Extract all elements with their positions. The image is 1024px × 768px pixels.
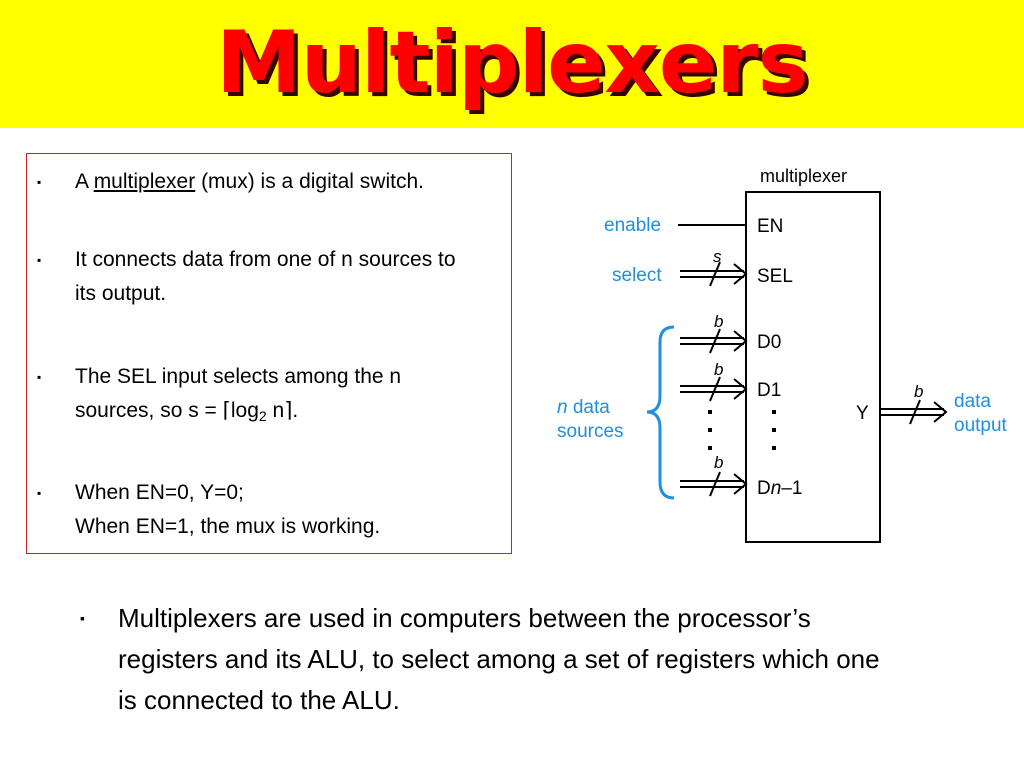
pin-d0: D0: [757, 332, 781, 353]
bullet-text: A: [75, 170, 94, 193]
bullet-marker: ▪: [37, 175, 42, 189]
bullet-marker: ▪: [37, 370, 42, 384]
mux-block: [745, 191, 881, 543]
output-bus: [879, 399, 947, 425]
bottom-text-line-3: is connected to the ALU.: [118, 685, 400, 715]
pin-y: Y: [856, 403, 869, 424]
width-b-out: b: [914, 382, 923, 401]
title-bar: Multiplexers: [0, 0, 1024, 128]
bullet-text: (mux) is a digital switch.: [195, 170, 424, 193]
bullet-marker: ▪: [80, 610, 85, 626]
multiplexer-term: multiplexer: [93, 170, 196, 193]
width-b-d1: b: [714, 360, 723, 379]
log-base: 2: [258, 408, 267, 424]
enable-label: enable: [604, 215, 661, 236]
bullet-text: sources, so s =: [75, 399, 223, 422]
period: .: [292, 399, 299, 422]
bottom-text-line-1: Multiplexers are used in computers betwe…: [118, 603, 811, 633]
bottom-text-line-2: registers and its ALU, to select among a…: [118, 644, 880, 674]
bullet-text: When EN=0, Y=0;: [75, 481, 244, 504]
bullet-text: It connects data from one of n sources t…: [75, 248, 456, 271]
n-text: n: [266, 399, 285, 422]
bullet-box: ▪ A multiplexer (mux) is a digital switc…: [26, 153, 512, 554]
log-text: log: [230, 399, 259, 422]
data-output-label-2: output: [954, 415, 1008, 436]
ceil-close: ⌉: [284, 399, 293, 422]
width-s: s: [713, 247, 722, 266]
bullet-marker: ▪: [37, 253, 42, 267]
pin-en: EN: [757, 216, 783, 237]
bullet-text: its output.: [75, 282, 167, 305]
pin-sel: SEL: [757, 266, 793, 287]
width-b-dn: b: [714, 453, 723, 472]
dn-bus: [679, 471, 747, 497]
internal-ellipsis: [772, 410, 776, 450]
d0-bus: [679, 328, 747, 354]
block-title: multiplexer: [760, 166, 847, 186]
data-sources-brace: [646, 325, 675, 500]
bullet-text: When EN=1, the mux is working.: [75, 515, 381, 538]
pin-d1: D1: [757, 380, 781, 401]
bullet-text: The SEL input selects among the n: [75, 365, 402, 388]
n-data-label: n data: [557, 397, 610, 418]
width-b-d0: b: [714, 312, 723, 331]
ceil-open: ⌈: [222, 399, 231, 422]
d1-bus: [679, 376, 747, 402]
input-ellipsis: [708, 410, 712, 450]
multiplexer-diagram: multiplexer EN SEL D0 D1 Dn–1 Y enable s…: [557, 166, 1008, 543]
pin-dn: Dn–1: [757, 478, 802, 499]
data-output-label-1: data: [954, 391, 991, 412]
sources-label: sources: [557, 421, 624, 442]
bullet-marker: ▪: [37, 486, 42, 500]
select-label: select: [612, 265, 662, 286]
slide-title: Multiplexers: [216, 13, 809, 113]
